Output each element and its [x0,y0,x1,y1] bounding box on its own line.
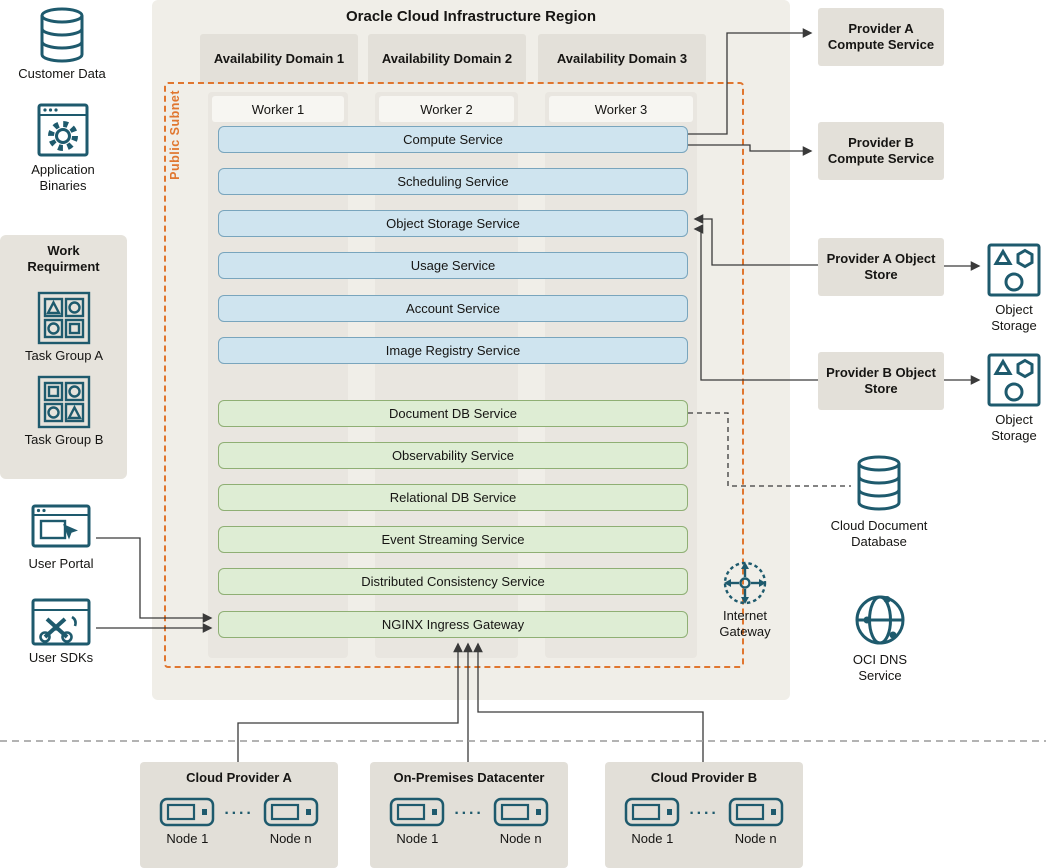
task-grid-icon [37,291,91,345]
node-label: Node 1 [396,831,439,846]
availability-domain-2: Availability Domain 2 [368,34,526,84]
database-icon [857,455,901,511]
user-sdks-label: User SDKs [28,650,94,665]
service-bar-nginx-ingress: NGINX Ingress Gateway [218,611,688,638]
browser-cursor-icon [31,504,91,548]
worker-1-title: Worker 1 [212,96,344,122]
server-node-icon [493,797,548,827]
work-requirement-panel: Work Requirment [0,235,127,479]
service-bar-document-db: Document DB Service [218,400,688,427]
group-title: Cloud Provider B [650,770,758,785]
task-group-a-label: Task Group A [24,348,104,363]
service-bar-compute: Compute Service [218,126,688,153]
on-premises-datacenter-group: On-Premises Datacenter Node 1 ···· [370,762,568,868]
service-bar-account: Account Service [218,295,688,322]
tools-icon [31,598,91,646]
oci-dns-service-label: OCI DNS Service [852,652,908,683]
internet-gateway-label: Internet Gateway [719,608,771,639]
public-subnet-label: Public Subnet [168,90,182,180]
service-bar-object-storage: Object Storage Service [218,210,688,237]
availability-domain-1: Availability Domain 1 [200,34,358,84]
node-label: Node 1 [166,831,209,846]
provider-a-object-store-box: Provider A Object Store [818,238,944,296]
node-item: Node n [728,797,784,847]
node-item: Node 1 [159,797,215,847]
object-storage-icon [987,243,1041,297]
object-storage-b-label: Object Storage [991,412,1037,443]
cloud-document-database-label: Cloud Document Database [830,518,928,549]
provider-b-compute-box: Provider B Compute Service [818,122,944,180]
server-node-icon [390,797,445,827]
object-storage-icon [987,353,1041,407]
node-label: Node 1 [631,831,674,846]
server-node-icon [160,797,215,827]
cloud-provider-b-group: Cloud Provider B Node 1 ···· [605,762,803,868]
server-node-icon [625,797,680,827]
task-group-b-label: Task Group B [24,432,104,447]
service-bar-observability: Observability Service [218,442,688,469]
provider-a-compute-box: Provider A Compute Service [818,8,944,66]
server-node-icon [728,797,783,827]
globe-icon [855,595,905,645]
node-item: Node n [263,797,319,847]
node-label: Node n [734,831,777,846]
service-bar-distributed-consistency: Distributed Consistency Service [218,568,688,595]
service-bar-relational-db: Relational DB Service [218,484,688,511]
gear-icon [37,103,89,157]
service-bar-image-registry: Image Registry Service [218,337,688,364]
cloud-provider-a-group: Cloud Provider A Node 1 ···· [140,762,338,868]
customer-data-label: Customer Data [18,66,106,81]
group-title: Cloud Provider A [186,770,292,785]
internet-gateway-icon [723,561,767,605]
node-ellipsis: ···· [689,805,719,822]
group-title: On-Premises Datacenter [393,770,545,785]
database-icon [40,7,84,63]
node-item: Node n [493,797,549,847]
service-bar-scheduling: Scheduling Service [218,168,688,195]
node-item: Node 1 [624,797,680,847]
object-storage-a-label: Object Storage [991,302,1037,333]
node-ellipsis: ···· [224,805,254,822]
node-label: Node n [269,831,312,846]
service-bar-usage: Usage Service [218,252,688,279]
user-portal-label: User Portal [28,556,94,571]
worker-3-title: Worker 3 [549,96,693,122]
worker-2-title: Worker 2 [379,96,514,122]
node-item: Node 1 [389,797,445,847]
service-bar-event-streaming: Event Streaming Service [218,526,688,553]
server-node-icon [263,797,318,827]
node-ellipsis: ···· [454,805,484,822]
node-label: Node n [499,831,542,846]
work-requirement-title: Work Requirment [27,243,100,275]
provider-b-object-store-box: Provider B Object Store [818,352,944,410]
task-grid-icon [37,375,91,429]
application-binaries-label: Application Binaries [31,162,95,193]
region-title: Oracle Cloud Infrastructure Region [345,8,597,25]
availability-domain-3: Availability Domain 3 [538,34,706,84]
